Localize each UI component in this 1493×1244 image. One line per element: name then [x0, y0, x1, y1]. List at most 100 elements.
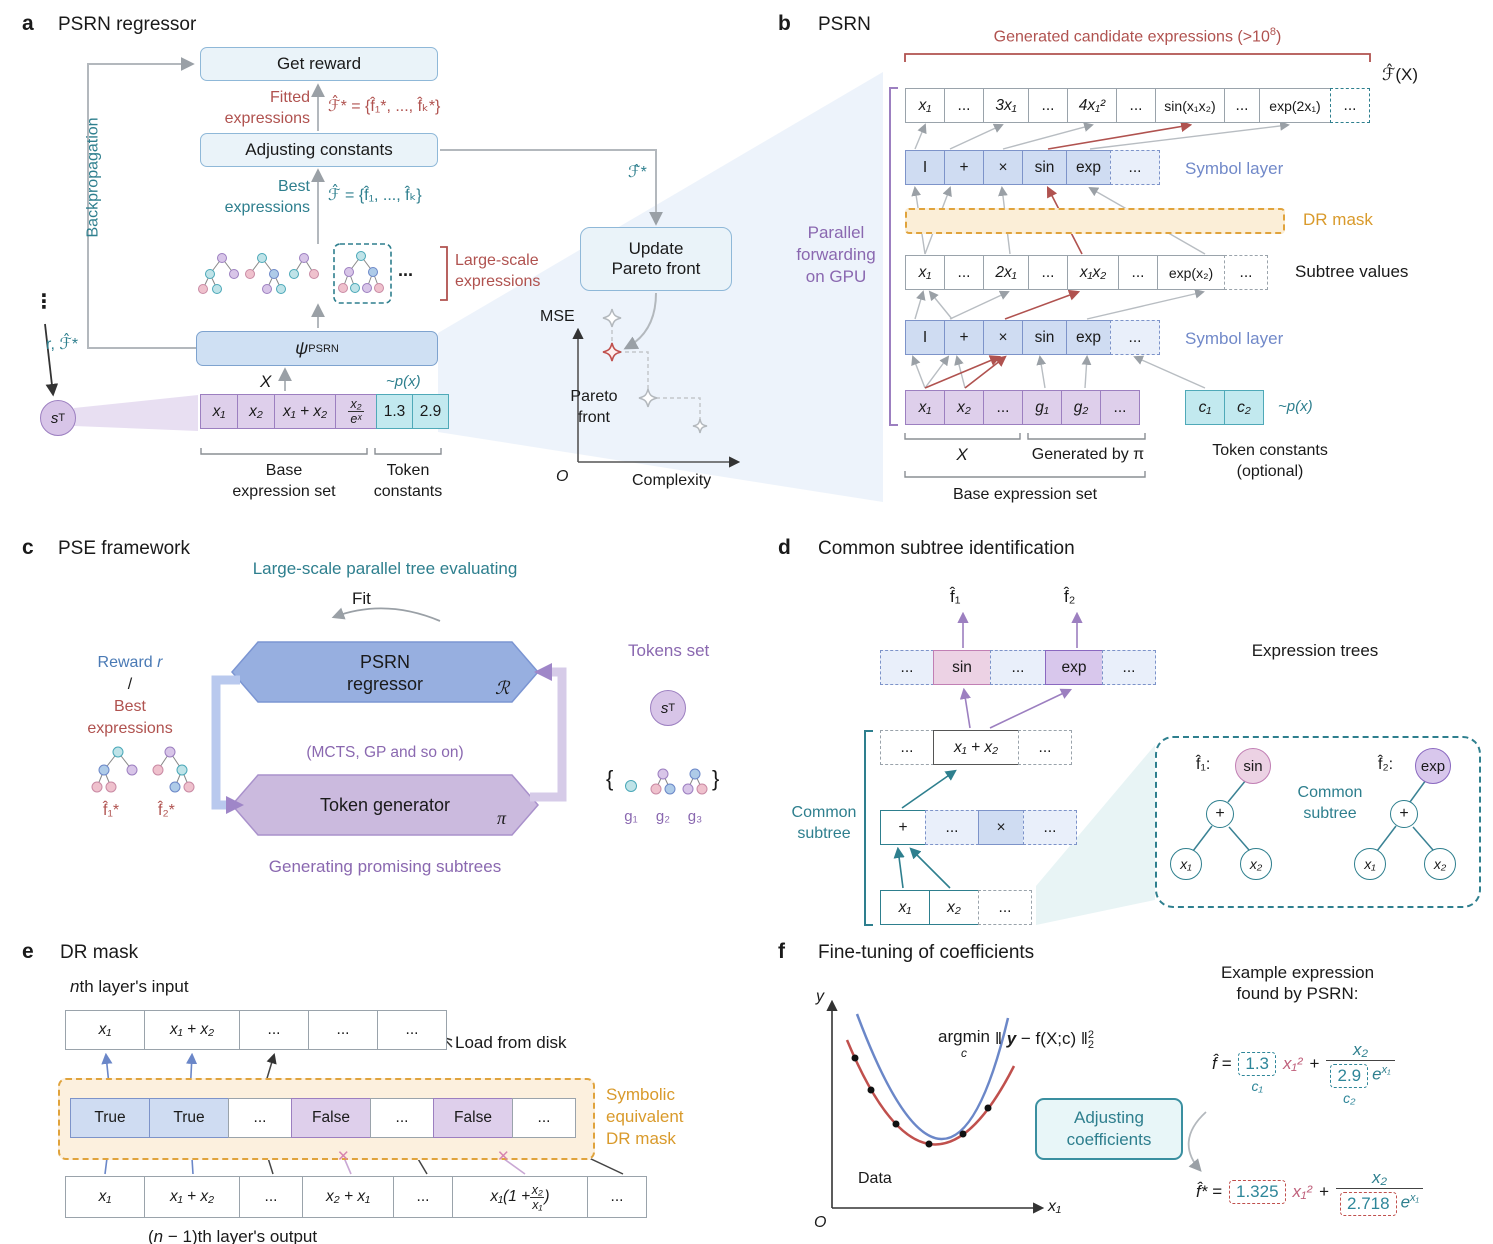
token-set-trees [625, 768, 708, 795]
token-cell: x₁ [200, 394, 238, 429]
gpu-bracket [889, 87, 898, 426]
operator-cell: × [983, 320, 1023, 355]
operator-row: + ... × ... [880, 810, 1077, 845]
operator-cell: + [944, 150, 984, 185]
mask-false-cell: False [433, 1098, 513, 1138]
mask-cell-more: ... [370, 1098, 434, 1138]
pareto-plot [572, 308, 741, 468]
g1-label: g₁ [624, 808, 638, 825]
expression-cell: sin(x₁x₂) [1155, 88, 1225, 123]
get-reward-label: Get reward [276, 54, 362, 73]
state-symbol: s [50, 409, 59, 427]
loop-ribbons [211, 663, 567, 814]
exp-root-node: exp [1415, 748, 1451, 784]
panel-c-title: PSE framework [58, 538, 190, 559]
best-expression-trees [91, 746, 195, 793]
large-scale-bracket [440, 246, 448, 301]
token-set-brace-left: { [606, 766, 614, 791]
y-axis-label: y [816, 988, 824, 1005]
get-reward-box: Get reward [200, 47, 438, 81]
plus-node: + [1390, 800, 1418, 828]
panel-b-title: PSRN [818, 14, 871, 35]
input-cell: g₂ [1061, 390, 1101, 425]
generated-by-pi-label: Generated by π [1031, 446, 1145, 463]
expression-trees-row [198, 251, 384, 294]
cell-more: ... [880, 650, 934, 685]
psi-symbol: ψ [295, 338, 309, 358]
mcts-gp-caption: (MCTS, GP and so on) [306, 744, 464, 761]
subtree-cell: x₁x₂ [1067, 255, 1119, 290]
symbol-layer-2-row: I + × sin exp ... [905, 320, 1160, 355]
expression-trees-label: Expression trees [1251, 641, 1379, 660]
st-beam [74, 395, 198, 431]
trees-ellipsis: ... [398, 260, 414, 280]
panel-c-label: c [22, 536, 34, 559]
token-generator-hexagon-label: Token generator [319, 795, 451, 815]
state-subscript: T [58, 412, 66, 424]
cell-more: ... [1102, 650, 1156, 685]
value-cell: ... [393, 1176, 453, 1218]
x1-node: x₁ [1170, 848, 1202, 880]
cell-more: ... [1018, 730, 1072, 765]
constant-cell: 1.3 [376, 394, 413, 429]
operator-cell-more: ... [1110, 320, 1160, 355]
tree1-name: f̂₁: [1196, 756, 1211, 773]
subtree-values-row: x₁ ... 2x₁ ... x₁x₂ ... exp(x₂) ... [905, 255, 1268, 290]
constant-cell: 2.9 [412, 394, 449, 429]
refine-arrow [1187, 1111, 1207, 1172]
nth-layer-input-label: nth layer's input [70, 977, 189, 996]
input-cell: g₁ [1022, 390, 1062, 425]
panel-b-red-path [924, 120, 1193, 389]
best-formula: ℱ̂ = {f̂₁, ..., f̂ₖ} [328, 187, 422, 204]
token-cell: x₂ [237, 394, 275, 429]
subtree-cell: 2x₁ [983, 255, 1029, 290]
expression-cell: ... [1224, 88, 1260, 123]
expression-cell: ... [1028, 88, 1068, 123]
subtree-cell: ... [1118, 255, 1158, 290]
origin-label: O [814, 1214, 827, 1231]
panel-d-title: Common subtree identification [818, 538, 1075, 559]
panel-b-label: b [778, 12, 791, 35]
value-cell: ... [239, 1176, 303, 1218]
expression-cell: 3x₁ [983, 88, 1029, 123]
tree2-name: f̂₂: [1378, 756, 1394, 773]
value-cell: x₁ + x₂ [144, 1176, 240, 1218]
output-function-label: ℱ̂(X) [1382, 65, 1419, 84]
regressor-symbol: ℛ [495, 678, 510, 698]
vertical-ellipsis: ⋮ [34, 291, 54, 313]
reward-output-label: r, ℱ̂* [46, 336, 79, 353]
load-from-disk-label: Load from disk [455, 1033, 567, 1052]
subtree-cell: ... [944, 255, 984, 290]
common-subtree-panel [1155, 736, 1481, 908]
fit-label: Fit [352, 589, 371, 608]
generated-expressions-bracket [904, 53, 1371, 62]
candidate-expressions-row: x₁ ... 3x₁ ... 4x₁² ... sin(x₁x₂) ... ex… [905, 88, 1370, 123]
panel-d-purple-arrows [957, 611, 1083, 729]
psi-subscript: PSRN [308, 342, 339, 355]
backpropagation-label: Backpropagation [84, 117, 102, 238]
operator-cell: I [905, 150, 945, 185]
constant-cell: c₂ [1224, 390, 1264, 425]
x1-node: x₁ [1354, 848, 1386, 880]
generated-candidates-label: Generated candidate expressions (>108) [993, 26, 1282, 46]
operator-cell-more: ... [1110, 150, 1160, 185]
mse-axis-label: MSE [540, 308, 575, 325]
f2-output-label: f̂₂ [1064, 587, 1076, 606]
panel-a-underbraces [200, 448, 442, 455]
input-cell: x₂ [944, 390, 984, 425]
x-input-label: X [260, 372, 272, 391]
expression-cell: ... [1116, 88, 1156, 123]
token-set-brace-right: } [712, 766, 720, 791]
common-subtree-bracket [864, 730, 873, 926]
base-expression-set-label: Base expression set [952, 486, 1098, 503]
